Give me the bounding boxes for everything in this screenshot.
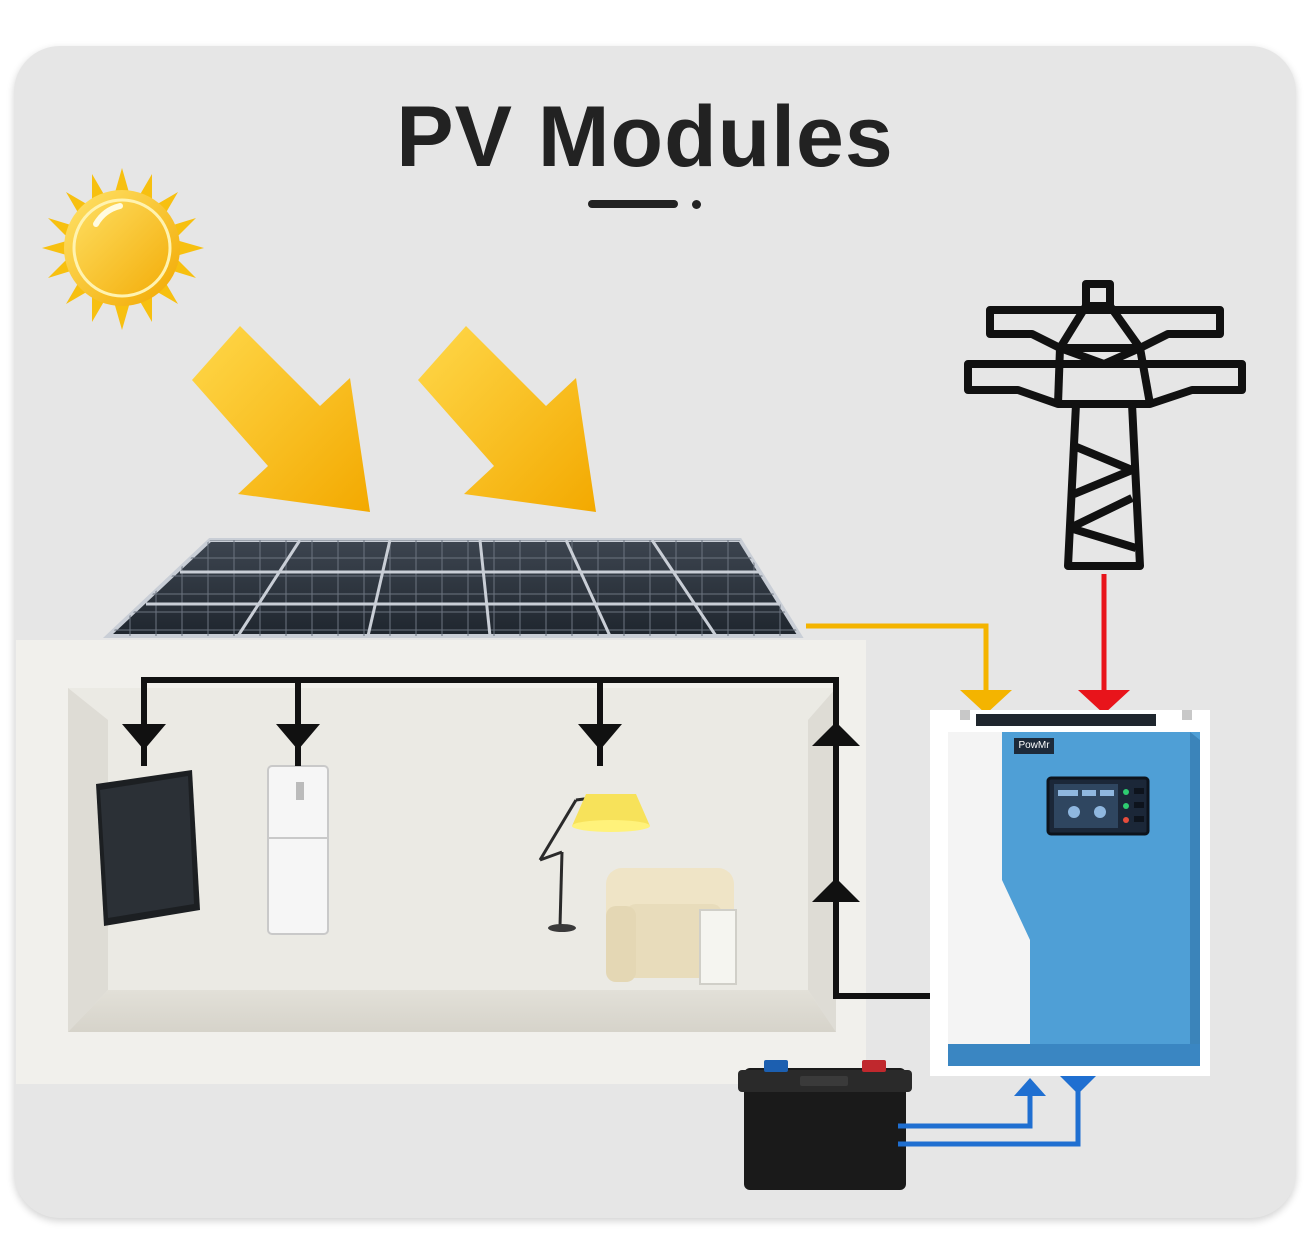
- battery-arrow-discharge: [1060, 1076, 1096, 1094]
- page-title: PV Modules: [396, 89, 894, 185]
- title-dot: [692, 200, 701, 209]
- output-arrow-lower: [812, 878, 860, 902]
- sun-icon: [42, 168, 204, 330]
- lamp-icon: [538, 794, 650, 932]
- output-arrow-upper: [812, 722, 860, 746]
- load-arrow-fridge: [276, 724, 320, 750]
- battery: [738, 1060, 912, 1190]
- sunlight-arrow-left: [192, 326, 370, 512]
- title-underline: [588, 200, 678, 208]
- tv-icon: [96, 770, 200, 926]
- battery-line: [898, 1086, 1081, 1147]
- fridge-icon: [267, 765, 329, 935]
- sofa-icon: [606, 868, 737, 985]
- hybrid-inverter: [930, 710, 1210, 1076]
- pv-input-line: [806, 623, 1012, 714]
- solar-panel: [102, 538, 804, 638]
- battery-arrow-charge: [1014, 1078, 1046, 1096]
- power-tower-icon: [964, 280, 1246, 570]
- grid-input-line: [1078, 574, 1130, 714]
- load-arrow-lamp: [578, 724, 622, 750]
- sunlight-arrow-right: [418, 326, 596, 512]
- load-arrow-tv: [122, 724, 166, 750]
- inverter-brand-label: PowMr: [1014, 738, 1054, 754]
- load-wiring: [141, 677, 932, 999]
